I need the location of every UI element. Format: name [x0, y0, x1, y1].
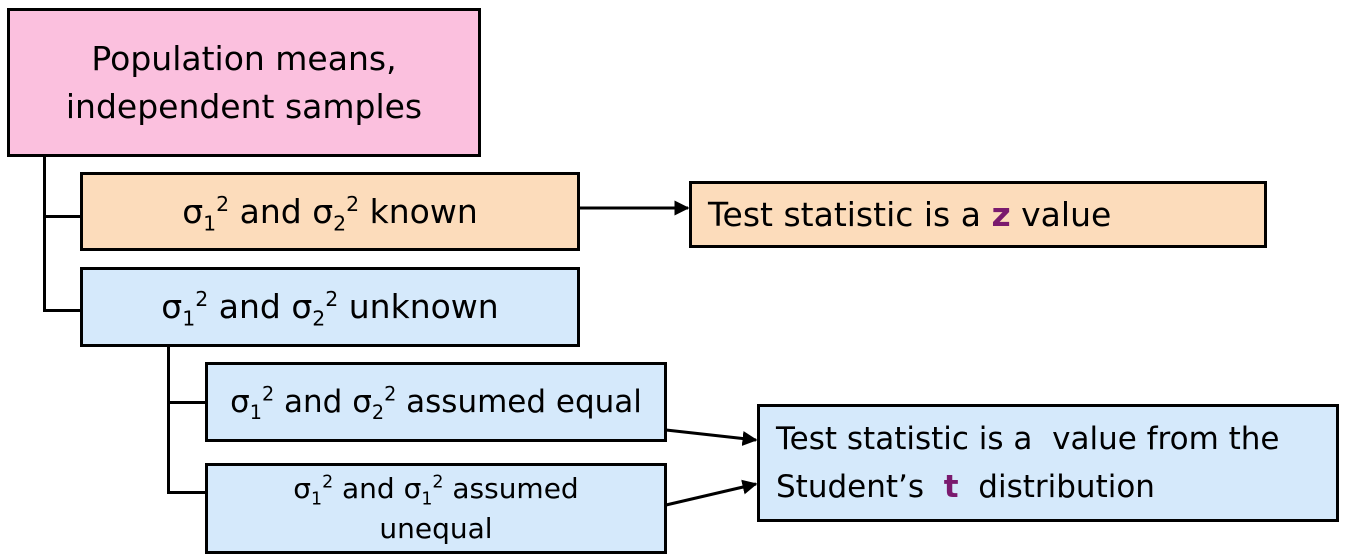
z-letter: z [991, 194, 1011, 234]
z-result-label: Test statistic is a z value [708, 194, 1112, 234]
z-result-box: Test statistic is a z value [689, 181, 1267, 248]
root-label: Population means, independent samples [66, 35, 422, 131]
t-result-line1: Test statistic is a value from the [776, 421, 1280, 457]
t-result-label: Test statistic is a value from the Stude… [776, 415, 1280, 511]
assumed-equal-box: σ12 and σ22 assumed equal [205, 362, 667, 442]
assumed-unequal-box: σ12 and σ12 assumed unequal [205, 463, 667, 554]
known-variances-label: σ12 and σ22 known [182, 191, 478, 236]
assumed-unequal-label: σ12 and σ12 assumed unequal [293, 469, 578, 549]
branch-unequal [167, 491, 207, 494]
unknown-variances-label: σ12 and σ22 unknown [161, 287, 499, 331]
tree-trunk-main [43, 154, 46, 312]
arrow-equal-to-t [665, 428, 758, 446]
assumed-unequal-line1: σ12 and σ12 assumed [293, 471, 579, 510]
t-letter: t [943, 469, 959, 505]
root-line2: independent samples [65, 86, 423, 126]
arrow-unequal-to-t [665, 479, 758, 507]
tree-trunk-sub [167, 345, 170, 494]
root-line1: Population means, [91, 38, 397, 78]
assumed-unequal-line2: unequal [379, 511, 493, 545]
unknown-variances-box: σ12 and σ22 unknown [80, 267, 580, 347]
root-box: Population means, independent samples [7, 8, 481, 157]
branch-known [43, 215, 83, 218]
branch-equal [167, 401, 207, 404]
known-variances-box: σ12 and σ22 known [80, 172, 580, 251]
assumed-equal-label: σ12 and σ22 assumed equal [230, 382, 642, 425]
t-result-box: Test statistic is a value from the Stude… [757, 404, 1339, 522]
branch-unknown [43, 309, 83, 312]
t-result-line2: Student’s t distribution [776, 469, 1155, 505]
